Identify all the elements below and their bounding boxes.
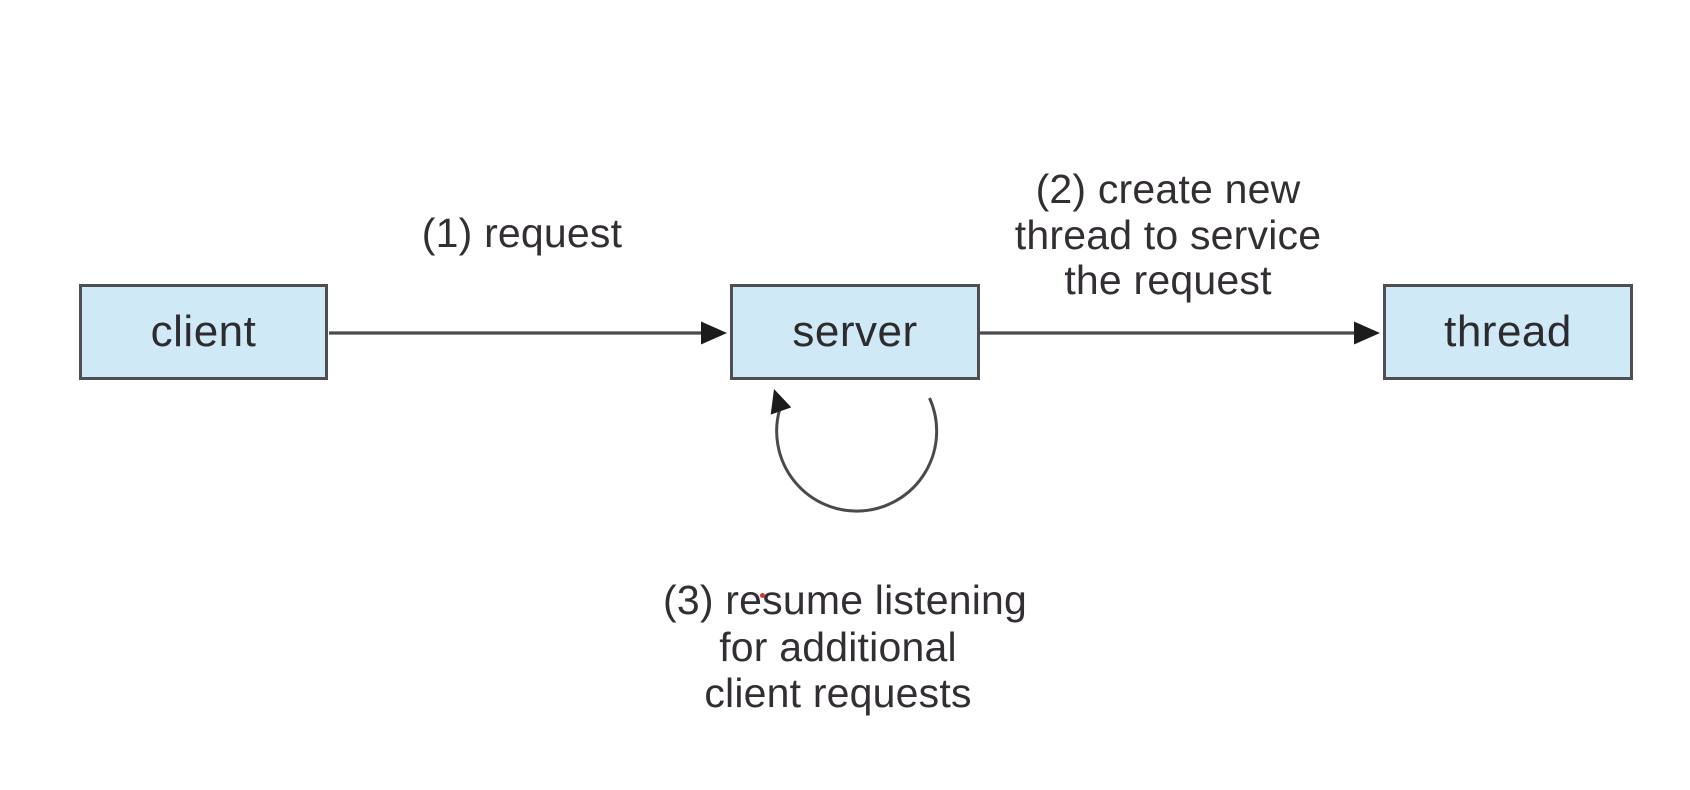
node-thread: thread — [1383, 284, 1633, 380]
edge-label-request: (1) request — [372, 210, 672, 257]
node-thread-label: thread — [1444, 307, 1572, 356]
arrowhead-right-icon — [701, 321, 727, 345]
arrow-server-self-loop — [770, 389, 939, 513]
arrow-client-to-server — [329, 321, 727, 345]
node-server: server — [730, 284, 980, 380]
edge-label-create-thread-line2: thread to service — [1014, 211, 1322, 258]
arrow-server-to-thread — [980, 321, 1380, 345]
edge-label-resume-listening: (3) resume listening for additional clie… — [663, 577, 1028, 717]
edge-label-resume-line3: client requests — [704, 670, 972, 716]
arrowhead-right-icon — [1354, 321, 1380, 345]
edge-label-request-line: (1) request — [421, 210, 623, 256]
edge-label-resume-line1: (3) resume listening — [663, 577, 1028, 623]
node-client-label: client — [150, 307, 257, 356]
edge-label-resume-line2: for additional — [719, 623, 957, 670]
edge-label-create-thread: (2) create new thread to service the req… — [993, 166, 1343, 304]
node-client: client — [79, 284, 328, 380]
red-speck-artifact — [760, 593, 765, 598]
arrowhead-up-icon — [770, 389, 792, 415]
edge-label-create-thread-line1: (2) create new — [1035, 166, 1301, 212]
edge-label-create-thread-line3: the request — [1064, 257, 1272, 303]
node-server-label: server — [792, 307, 918, 356]
